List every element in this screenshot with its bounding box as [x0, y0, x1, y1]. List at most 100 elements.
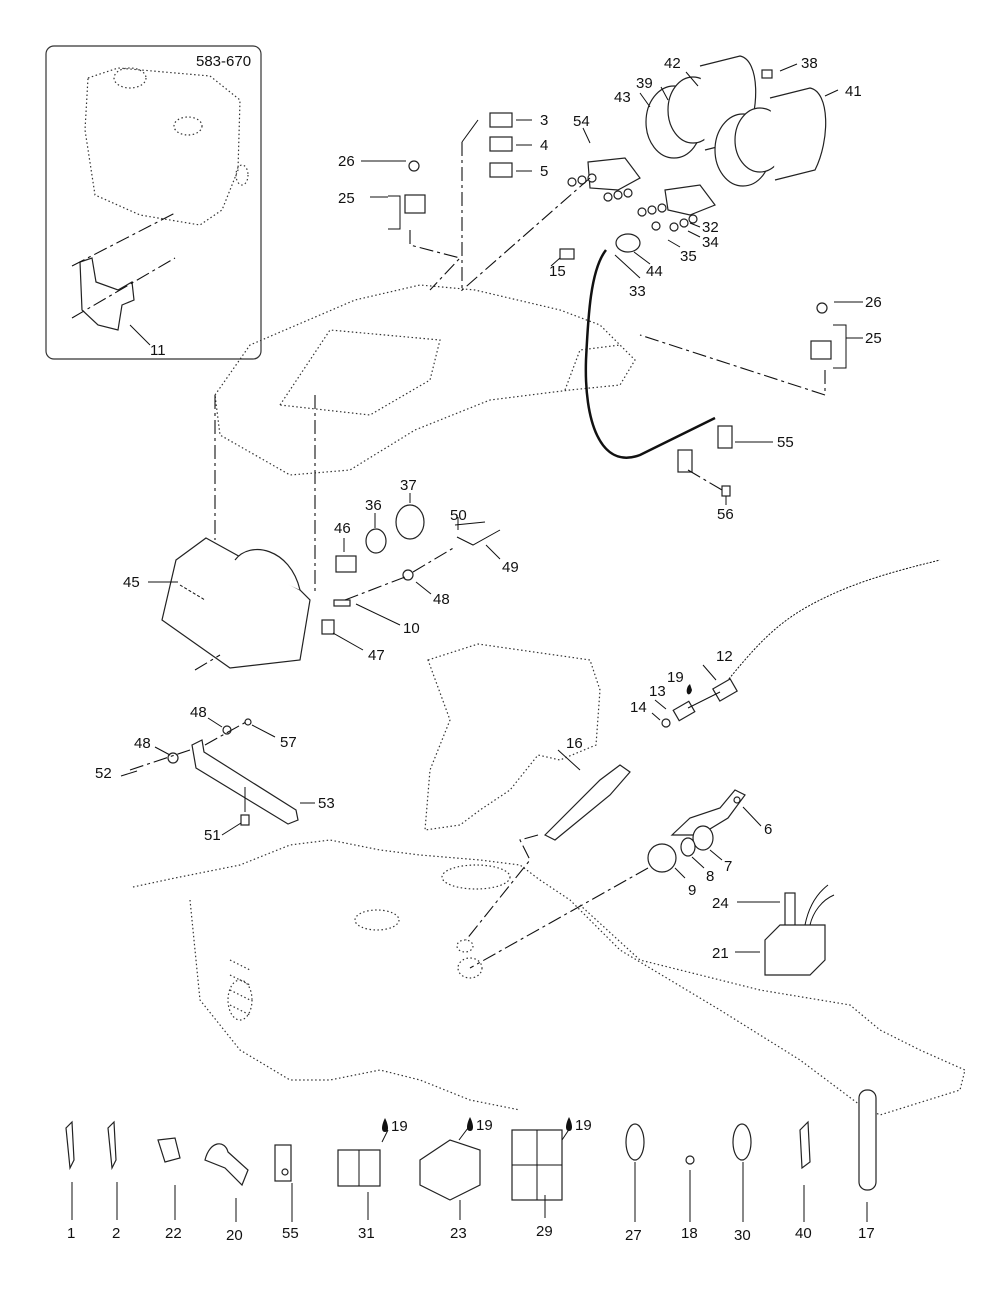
- callout-39: 39: [636, 75, 653, 92]
- callout-26-left: 26: [338, 153, 355, 170]
- cable-clamps: [677, 425, 773, 505]
- callout-10: 10: [403, 620, 420, 637]
- clamp-20: [204, 1143, 249, 1222]
- ring-terminal-18: [685, 1155, 695, 1222]
- terminal-2: [107, 1120, 118, 1220]
- cable-tie-27: [625, 1123, 645, 1222]
- callout-55-clamp: 55: [777, 434, 794, 451]
- callout-7: 7: [724, 858, 732, 875]
- connector-29: [511, 1127, 571, 1218]
- part-label-18: 18: [681, 1225, 698, 1242]
- part-label-2: 2: [112, 1225, 120, 1242]
- callout-8: 8: [706, 868, 714, 885]
- connector-23: [419, 1127, 481, 1220]
- callout-24: 24: [712, 895, 729, 912]
- callout-16: 16: [566, 735, 583, 752]
- gauges: [639, 55, 839, 248]
- oil-tank: [84, 67, 249, 226]
- terminal-1: [65, 1120, 75, 1220]
- callout-26-right: 26: [865, 294, 882, 311]
- cable-tie-30: [732, 1123, 752, 1222]
- callout-36: 36: [365, 497, 382, 514]
- callout-3: 3: [540, 112, 548, 129]
- switch-assembly-left: [361, 160, 462, 291]
- part-label-40: 40: [795, 1225, 812, 1242]
- clip-55: [274, 1144, 293, 1222]
- callout-53: 53: [318, 795, 335, 812]
- callout-9: 9: [688, 882, 696, 899]
- callout-25-left: 25: [338, 190, 355, 207]
- sleeve-17: [858, 1089, 877, 1222]
- callout-52: 52: [95, 765, 112, 782]
- callout-32: 32: [702, 219, 719, 236]
- switches: [461, 112, 532, 290]
- oil-drop-icon: [382, 1118, 388, 1132]
- callout-34: 34: [702, 234, 719, 251]
- callout-21: 21: [712, 945, 729, 962]
- callout-19-lanyard: 19: [667, 669, 684, 686]
- tank-bracket: [79, 257, 135, 331]
- callout-57: 57: [280, 734, 297, 751]
- headlight-bracket: [120, 717, 315, 836]
- callout-12: 12: [716, 648, 733, 665]
- callout-54: 54: [573, 113, 590, 130]
- part-label-30: 30: [734, 1227, 751, 1244]
- part-label-27: 27: [625, 1227, 642, 1244]
- callout-42: 42: [664, 55, 681, 72]
- connector-31: [337, 1129, 389, 1220]
- gauge-brackets: [459, 127, 716, 293]
- callout-15: 15: [549, 263, 566, 280]
- part-label-22: 22: [165, 1225, 182, 1242]
- lower-hull: [132, 839, 966, 1116]
- switch-assembly-right: [639, 301, 863, 396]
- callout-33: 33: [629, 283, 646, 300]
- part-label-23: 23: [450, 1225, 467, 1242]
- part-label-29: 29: [536, 1223, 553, 1240]
- callout-13: 13: [649, 683, 666, 700]
- handlebar-cover: [424, 643, 601, 831]
- part-label-55: 55: [282, 1225, 299, 1242]
- part-label-31: 31: [358, 1225, 375, 1242]
- part-note-23: 19: [476, 1117, 493, 1134]
- clip-22: [157, 1137, 181, 1220]
- terminal-40: [799, 1120, 811, 1222]
- safety-lanyard: [651, 559, 941, 728]
- callout-43: 43: [614, 89, 631, 106]
- callout-38: 38: [801, 55, 818, 72]
- callout-56: 56: [717, 506, 734, 523]
- callout-14: 14: [630, 699, 647, 716]
- inset-panel: 583-670 11: [45, 45, 262, 360]
- callout-45: 45: [123, 574, 140, 591]
- callout-50: 50: [450, 507, 467, 524]
- callout-47: 47: [368, 647, 385, 664]
- callout-25-right: 25: [865, 330, 882, 347]
- callout-6: 6: [764, 821, 772, 838]
- callout-37: 37: [400, 477, 417, 494]
- inset-code: 583-670: [196, 53, 251, 70]
- callout-4: 4: [540, 137, 548, 154]
- callout-35: 35: [680, 248, 697, 265]
- part-note-31: 19: [391, 1118, 408, 1135]
- callout-49: 49: [502, 559, 519, 576]
- sensor-parts: [550, 233, 716, 459]
- callout-48-left: 48: [134, 735, 151, 752]
- callout-41: 41: [845, 83, 862, 100]
- part-label-17: 17: [858, 1225, 875, 1242]
- part-label-1: 1: [67, 1225, 75, 1242]
- headlight: [161, 395, 316, 671]
- callout-48-top: 48: [190, 704, 207, 721]
- callout-46: 46: [334, 520, 351, 537]
- upper-body: [214, 284, 636, 476]
- callout-5: 5: [540, 163, 548, 180]
- oil-drop-icon: [566, 1117, 572, 1131]
- oil-drop-icon: [467, 1117, 473, 1131]
- ignition-parts: [465, 749, 762, 969]
- electrical-module: [735, 884, 835, 976]
- bottom-parts-row: 1 2 22 20 55 31 23 29 27 18 30 40 17 19 …: [65, 1089, 877, 1244]
- part-note-29: 19: [575, 1117, 592, 1134]
- headlight-components: [321, 493, 501, 651]
- part-label-20: 20: [226, 1227, 243, 1244]
- callout-44: 44: [646, 263, 663, 280]
- callout-11: 11: [150, 342, 166, 359]
